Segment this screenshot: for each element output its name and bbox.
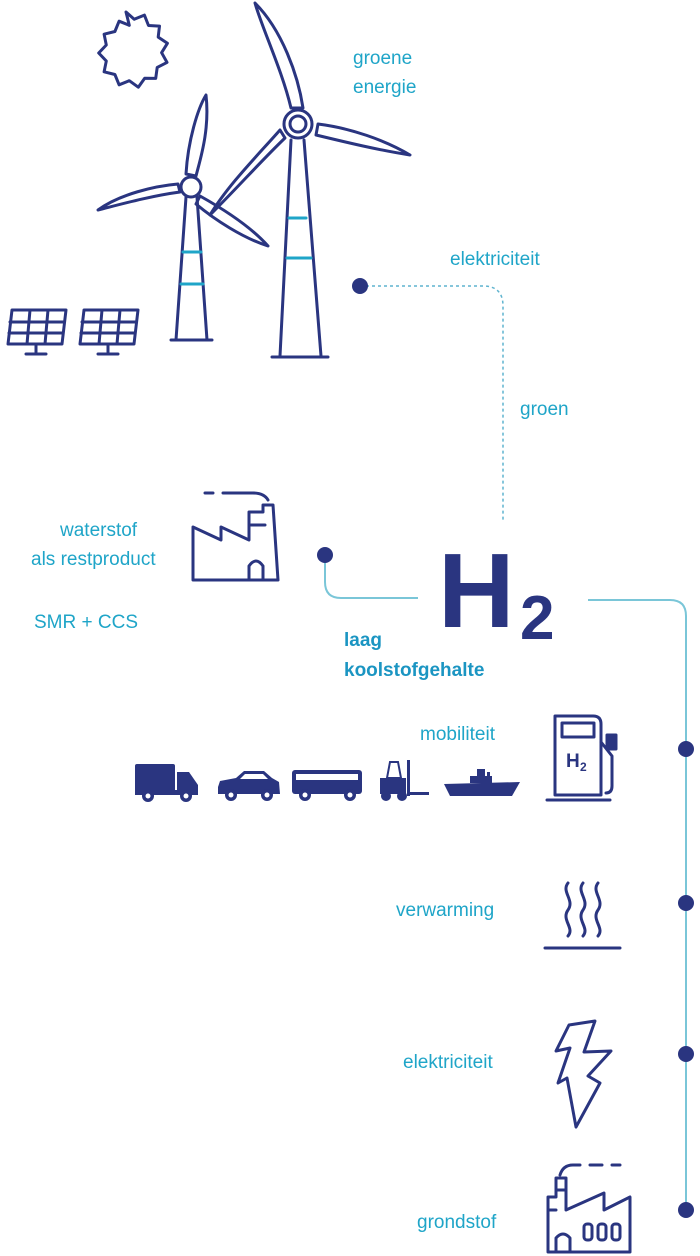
h2-subscript: 2	[520, 584, 555, 653]
label-low-carbon-2: koolstofgehalte	[344, 660, 485, 681]
connector-dot	[678, 895, 694, 911]
pump-h2-label: H 2	[566, 752, 606, 782]
car-icon	[218, 771, 280, 801]
solar-panel-icon	[78, 308, 140, 356]
label-green-energy-2: energie	[353, 77, 417, 98]
wind-turbine-small-icon	[96, 93, 270, 342]
connector-dot	[678, 1202, 694, 1218]
label-low-carbon-1: laag	[344, 630, 383, 651]
label-hydrogen-byproduct-1: waterstof	[60, 520, 138, 541]
bus-icon	[292, 770, 362, 801]
connector-dot	[352, 278, 368, 294]
pump-h2-subscript: 2	[580, 760, 587, 774]
lightning-icon	[554, 1019, 613, 1129]
label-electricity-top: elektriciteit	[450, 249, 540, 270]
label-hydrogen-byproduct-2: als restproduct	[31, 549, 156, 570]
heat-waves-icon	[543, 881, 622, 950]
pump-h2-letter: H	[566, 751, 580, 772]
label-smr-ccs: SMR + CCS	[34, 612, 138, 633]
sun-icon	[97, 10, 169, 89]
connector-dot	[317, 547, 333, 563]
hydrogen-symbol: H 2	[438, 532, 588, 653]
factory-icon	[191, 491, 280, 582]
connector-dot	[678, 741, 694, 757]
truck-icon	[135, 764, 198, 802]
label-feedstock: grondstof	[417, 1212, 497, 1233]
label-mobility: mobiliteit	[420, 724, 495, 745]
industrial-plant-icon	[546, 1163, 632, 1254]
label-electricity-bottom: elektriciteit	[403, 1052, 493, 1073]
solar-panel-icon	[6, 308, 68, 356]
label-heating: verwarming	[396, 900, 495, 921]
connector-lines	[324, 285, 687, 1210]
label-green: groen	[520, 399, 569, 420]
connector-dot	[678, 1046, 694, 1062]
wind-turbine-large-icon	[208, 1, 412, 359]
forklift-icon	[380, 760, 429, 801]
fuel-pump-icon	[545, 714, 618, 802]
label-green-energy-1: groene	[353, 48, 413, 69]
h2-letter: H	[438, 532, 515, 650]
ship-icon	[444, 769, 520, 796]
